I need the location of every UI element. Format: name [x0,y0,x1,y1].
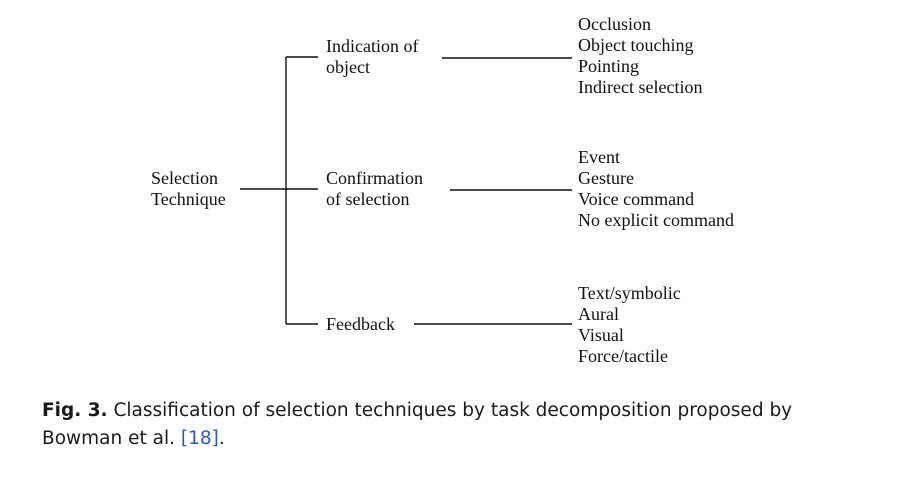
leaf-item: Voice command [578,189,695,209]
branch-node-indication: Indication of object [326,36,418,78]
branch-line: Feedback [326,314,395,334]
branch-line: object [326,57,370,77]
branch-line: of selection [326,189,410,209]
leaf-item: Aural [578,304,619,324]
leaf-item: Indirect selection [578,77,703,97]
figure-label: Fig. 3. [42,400,108,421]
leaf-item: No explicit command [578,210,734,230]
leaf-item: Gesture [578,168,634,188]
citation-link[interactable]: [18] [180,428,219,449]
leaf-item: Force/tactile [578,346,668,366]
leaf-item: Object touching [578,35,694,55]
caption-text: Classification of selection techniques b… [42,400,793,449]
branch-line: Confirmation [326,168,423,188]
leaf-item: Text/symbolic [578,283,681,303]
root-node-line: Technique [151,189,226,209]
leaf-item: Event [578,147,620,167]
branch-line: Indication of [326,36,419,56]
root-node: Selection Technique [151,168,226,210]
branch-node-feedback: Feedback [326,314,395,335]
leaf-item: Pointing [578,56,640,76]
branch-node-confirmation: Confirmation of selection [326,168,423,210]
leaf-list-confirmation: Event Gesture Voice command No explicit … [578,147,734,231]
figure-caption: Fig. 3. Classification of selection tech… [42,397,877,453]
leaf-item: Visual [578,325,624,345]
leaf-item: Occlusion [578,14,651,34]
caption-period: . [218,428,225,449]
leaf-list-feedback: Text/symbolic Aural Visual Force/tactile [578,283,681,367]
leaf-list-indication: Occlusion Object touching Pointing Indir… [578,14,702,98]
root-node-line: Selection [151,168,218,188]
